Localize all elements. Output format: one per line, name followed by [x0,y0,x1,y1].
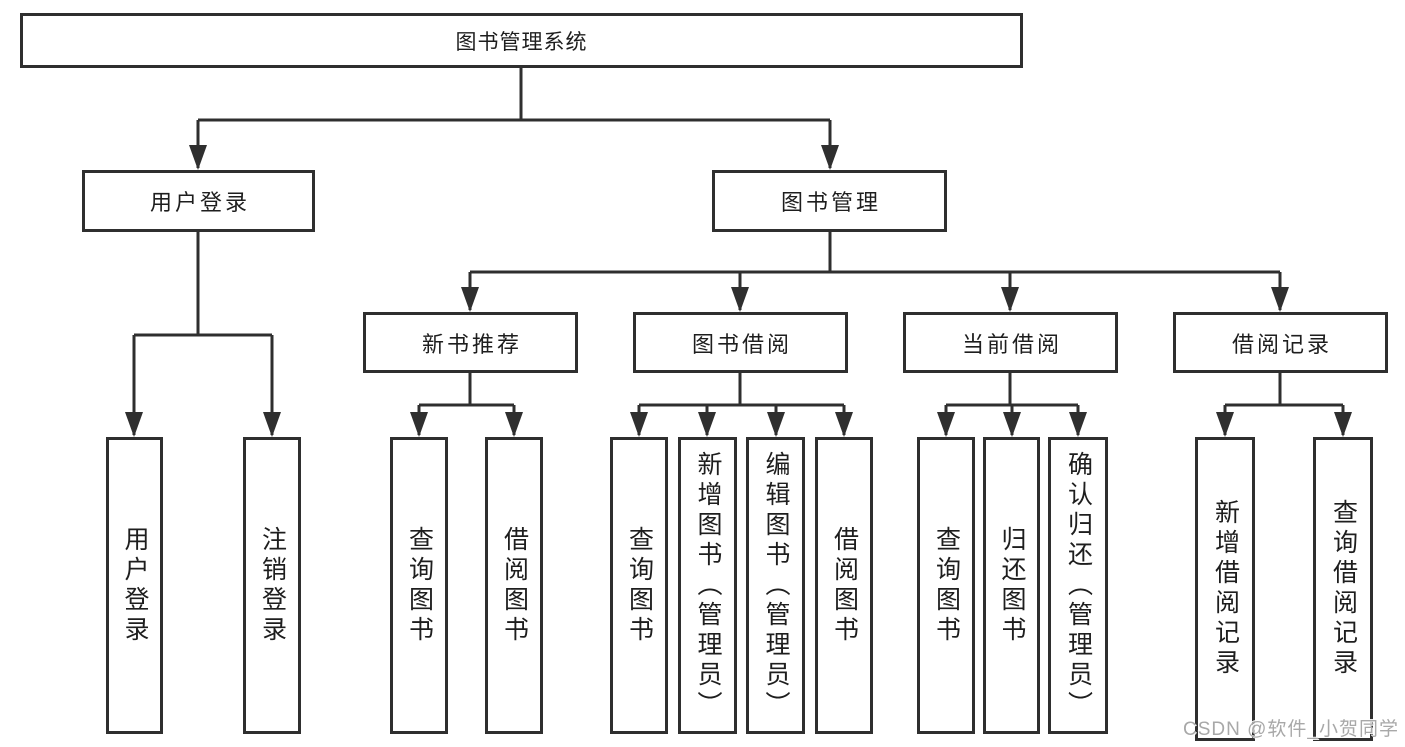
leaf-label: 新增图书（管理员） [694,450,722,721]
arrowhead-icon [1216,412,1234,437]
node-root: 图书管理系统 [20,13,1023,68]
arrowhead-icon [1069,412,1087,437]
node-label: 借阅记录 [1231,331,1332,357]
arrowhead-icon [1271,287,1289,312]
arrowhead-icon [410,412,428,437]
leaf-br-add-record: 新增借阅记录 [1195,437,1255,741]
leaf-label: 注销登录 [258,525,287,646]
leaf-logout: 注销登录 [243,437,301,734]
leaf-bb-edit-book-admin: 编辑图书（管理员） [746,437,805,734]
arrowhead-icon [1003,412,1021,437]
leaf-label: 用户登录 [121,525,149,646]
node-root-label: 图书管理系统 [455,30,588,54]
leaf-bb-add-book-admin: 新增图书（管理员） [678,437,737,734]
node-label: 用户登录 [149,190,250,215]
leaf-label: 查询图书 [932,525,961,646]
arrowhead-icon [505,412,523,437]
arrowhead-icon [767,412,785,437]
connector-path [132,68,1345,435]
leaf-cb-query-book: 查询图书 [917,437,975,734]
node-book-borrow: 图书借阅 [633,312,848,373]
leaf-label: 新增借阅记录 [1211,499,1240,679]
node-label: 图书管理 [780,190,881,215]
node-user-login: 用户登录 [82,170,315,232]
arrowhead-icon [189,145,207,170]
arrowhead-icon [1001,287,1019,312]
node-new-book-recommend: 新书推荐 [363,312,578,373]
node-label: 新书推荐 [421,331,522,357]
leaf-user-login: 用户登录 [106,437,163,734]
leaf-nbr-query-book: 查询图书 [390,437,448,734]
arrowhead-icon [125,412,143,437]
arrowhead-icon [821,145,839,170]
arrowhead-icon [835,412,853,437]
arrowhead-icon [263,412,281,437]
node-label: 图书借阅 [691,331,792,357]
arrowhead-icon [698,412,716,437]
arrowhead-icon [937,412,955,437]
node-book-management: 图书管理 [712,170,947,232]
node-borrow-records: 借阅记录 [1173,312,1388,373]
leaf-nbr-borrow-book: 借阅图书 [485,437,543,734]
leaf-bb-query-book: 查询图书 [610,437,668,734]
node-current-borrow: 当前借阅 [903,312,1118,373]
arrowhead-icon [461,287,479,312]
leaf-label: 编辑图书（管理员） [762,450,790,721]
arrowhead-icon [1334,412,1352,437]
node-label: 当前借阅 [961,331,1062,357]
watermark: CSDN @软件_小贺同学 [1183,719,1399,740]
leaf-label: 确认归还（管理员） [1064,450,1093,721]
leaf-br-query-record: 查询借阅记录 [1313,437,1373,741]
leaf-cb-confirm-return-admin: 确认归还（管理员） [1048,437,1108,734]
arrowhead-icon [630,412,648,437]
leaf-label: 查询图书 [625,525,654,646]
leaf-label: 借阅图书 [500,525,529,646]
leaf-label: 借阅图书 [830,525,859,646]
leaf-label: 归还图书 [998,525,1026,646]
leaf-cb-return-book: 归还图书 [983,437,1040,734]
leaf-label: 查询图书 [405,525,434,646]
leaf-bb-borrow-book: 借阅图书 [815,437,873,734]
leaf-label: 查询借阅记录 [1329,499,1358,679]
arrowhead-icon [731,287,749,312]
